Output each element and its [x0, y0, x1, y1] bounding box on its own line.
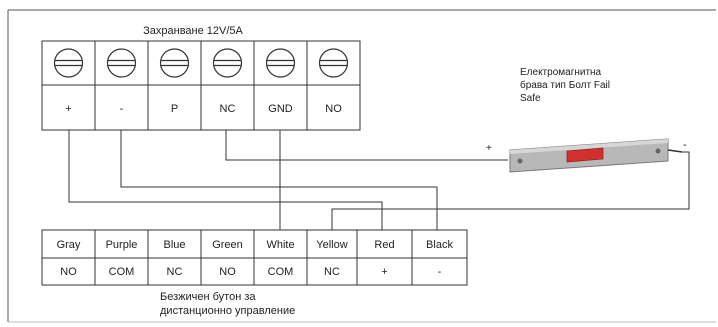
- lock-label-line-1: Електромагнитна: [520, 67, 602, 78]
- remote-caption-line-2: дистанционно управление: [160, 305, 295, 317]
- remote-wire-color: Red: [374, 239, 394, 251]
- power-terminal-label-cell: [253, 84, 308, 131]
- lock-label-line-3: Safe: [520, 93, 541, 104]
- screw-icon: [265, 48, 296, 78]
- remote-function-cell: [41, 257, 96, 286]
- wires: [68, 130, 690, 230]
- power-terminal-label-cell: [41, 84, 96, 131]
- remote-wire-function: NC: [167, 266, 183, 278]
- wire-power-nc-to-lock-plus: [225, 130, 508, 161]
- screw-icon: [212, 48, 243, 78]
- remote-wire-function: COM: [268, 266, 294, 278]
- wire-lock-minus-to-yellow: [331, 151, 690, 230]
- remote-function-cell: [253, 257, 308, 286]
- lock-plus-label: +: [486, 143, 492, 154]
- remote-color-cell: [147, 229, 202, 259]
- power-terminal-label: NC: [220, 103, 236, 115]
- remote-color-cell: [41, 229, 96, 259]
- remote-function-cell: [147, 257, 202, 286]
- screw-icon: [53, 48, 84, 78]
- wire-power-plus-to-red: [68, 130, 383, 230]
- screw-icon: [159, 48, 190, 78]
- remote-wire-function: NC: [324, 266, 340, 278]
- power-terminal-label: GND: [268, 103, 293, 115]
- power-terminal-label: -: [120, 103, 124, 115]
- remote-wire-color: Green: [212, 239, 243, 251]
- lock-screw-right: [655, 148, 661, 154]
- lock-screw-left: [517, 158, 523, 164]
- remote-wire-function: +: [381, 266, 387, 278]
- power-terminal-label: P: [171, 103, 178, 115]
- power-terminal-label-cell: [147, 84, 202, 131]
- power-terminal-label: NO: [325, 103, 342, 115]
- remote-color-cell: [411, 229, 468, 259]
- screw-icon: [106, 48, 137, 78]
- remote-function-cell: [411, 257, 468, 286]
- screw-icon: [318, 48, 349, 78]
- remote-wire-function: -: [438, 266, 442, 278]
- lock-minus-label: -: [683, 139, 687, 151]
- lock-red-window: [566, 147, 604, 163]
- remote-wire-color: Blue: [163, 239, 185, 251]
- power-terminal-label-cell: [200, 84, 255, 131]
- remote-function-cell: [356, 257, 413, 286]
- remote-wire-color: Gray: [57, 239, 81, 251]
- power-supply-title: Захранване 12V/5A: [143, 25, 243, 37]
- power-supply-terminal-block: Захранване 12V/5A + - P NC GND NO: [41, 25, 361, 131]
- remote-caption-line-1: Безжичен бутон за: [160, 291, 256, 303]
- power-terminal-screw-cell: [306, 40, 361, 86]
- remote-color-cell: [306, 229, 358, 259]
- remote-wire-function: NO: [60, 266, 77, 278]
- power-terminal-label: +: [65, 103, 71, 115]
- lock-cable: [667, 149, 683, 153]
- power-terminal-label-cell: [306, 84, 361, 131]
- remote-function-cell: [200, 257, 255, 286]
- remote-wire-color: White: [266, 239, 294, 251]
- remote-wire-color: Purple: [106, 239, 138, 251]
- wire-power-minus-to-black: [120, 130, 438, 230]
- remote-wire-function: COM: [109, 266, 135, 278]
- lock-top-highlight: [510, 139, 668, 154]
- remote-color-cell: [253, 229, 308, 259]
- electromagnetic-bolt-lock: Електромагнитна брава тип Болт Fail Safe…: [486, 67, 687, 173]
- remote-wire-color: Black: [426, 239, 453, 251]
- remote-wire-function: NO: [219, 266, 236, 278]
- lock-label-line-2: брава тип Болт Fail: [520, 79, 610, 91]
- remote-wire-color: Yellow: [316, 239, 347, 251]
